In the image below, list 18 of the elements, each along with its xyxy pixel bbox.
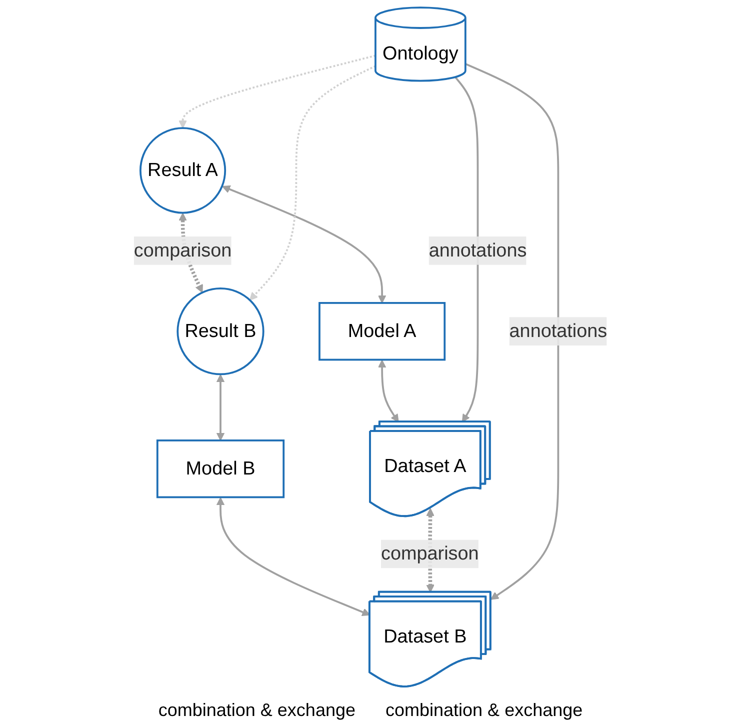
arrow [465, 63, 560, 600]
edge-label: annotations [428, 240, 527, 262]
arrow [249, 65, 376, 300]
arrow [222, 185, 386, 304]
arrow [454, 76, 479, 422]
node-box: Model B [156, 440, 285, 498]
edge-label: comparison [134, 240, 232, 262]
edge-label: comparison [380, 544, 479, 564]
arrow [378, 360, 399, 422]
arrow [216, 497, 370, 616]
edge-label: annotations [509, 320, 608, 342]
arrow [216, 374, 225, 441]
arrow [178, 54, 376, 128]
note-text: combination & exchange [158, 700, 356, 721]
node-circle: Result A [140, 127, 226, 214]
node-circle: Result B [176, 288, 264, 376]
node-box: Model A [318, 302, 446, 361]
note-text: combination & exchange [386, 700, 583, 721]
